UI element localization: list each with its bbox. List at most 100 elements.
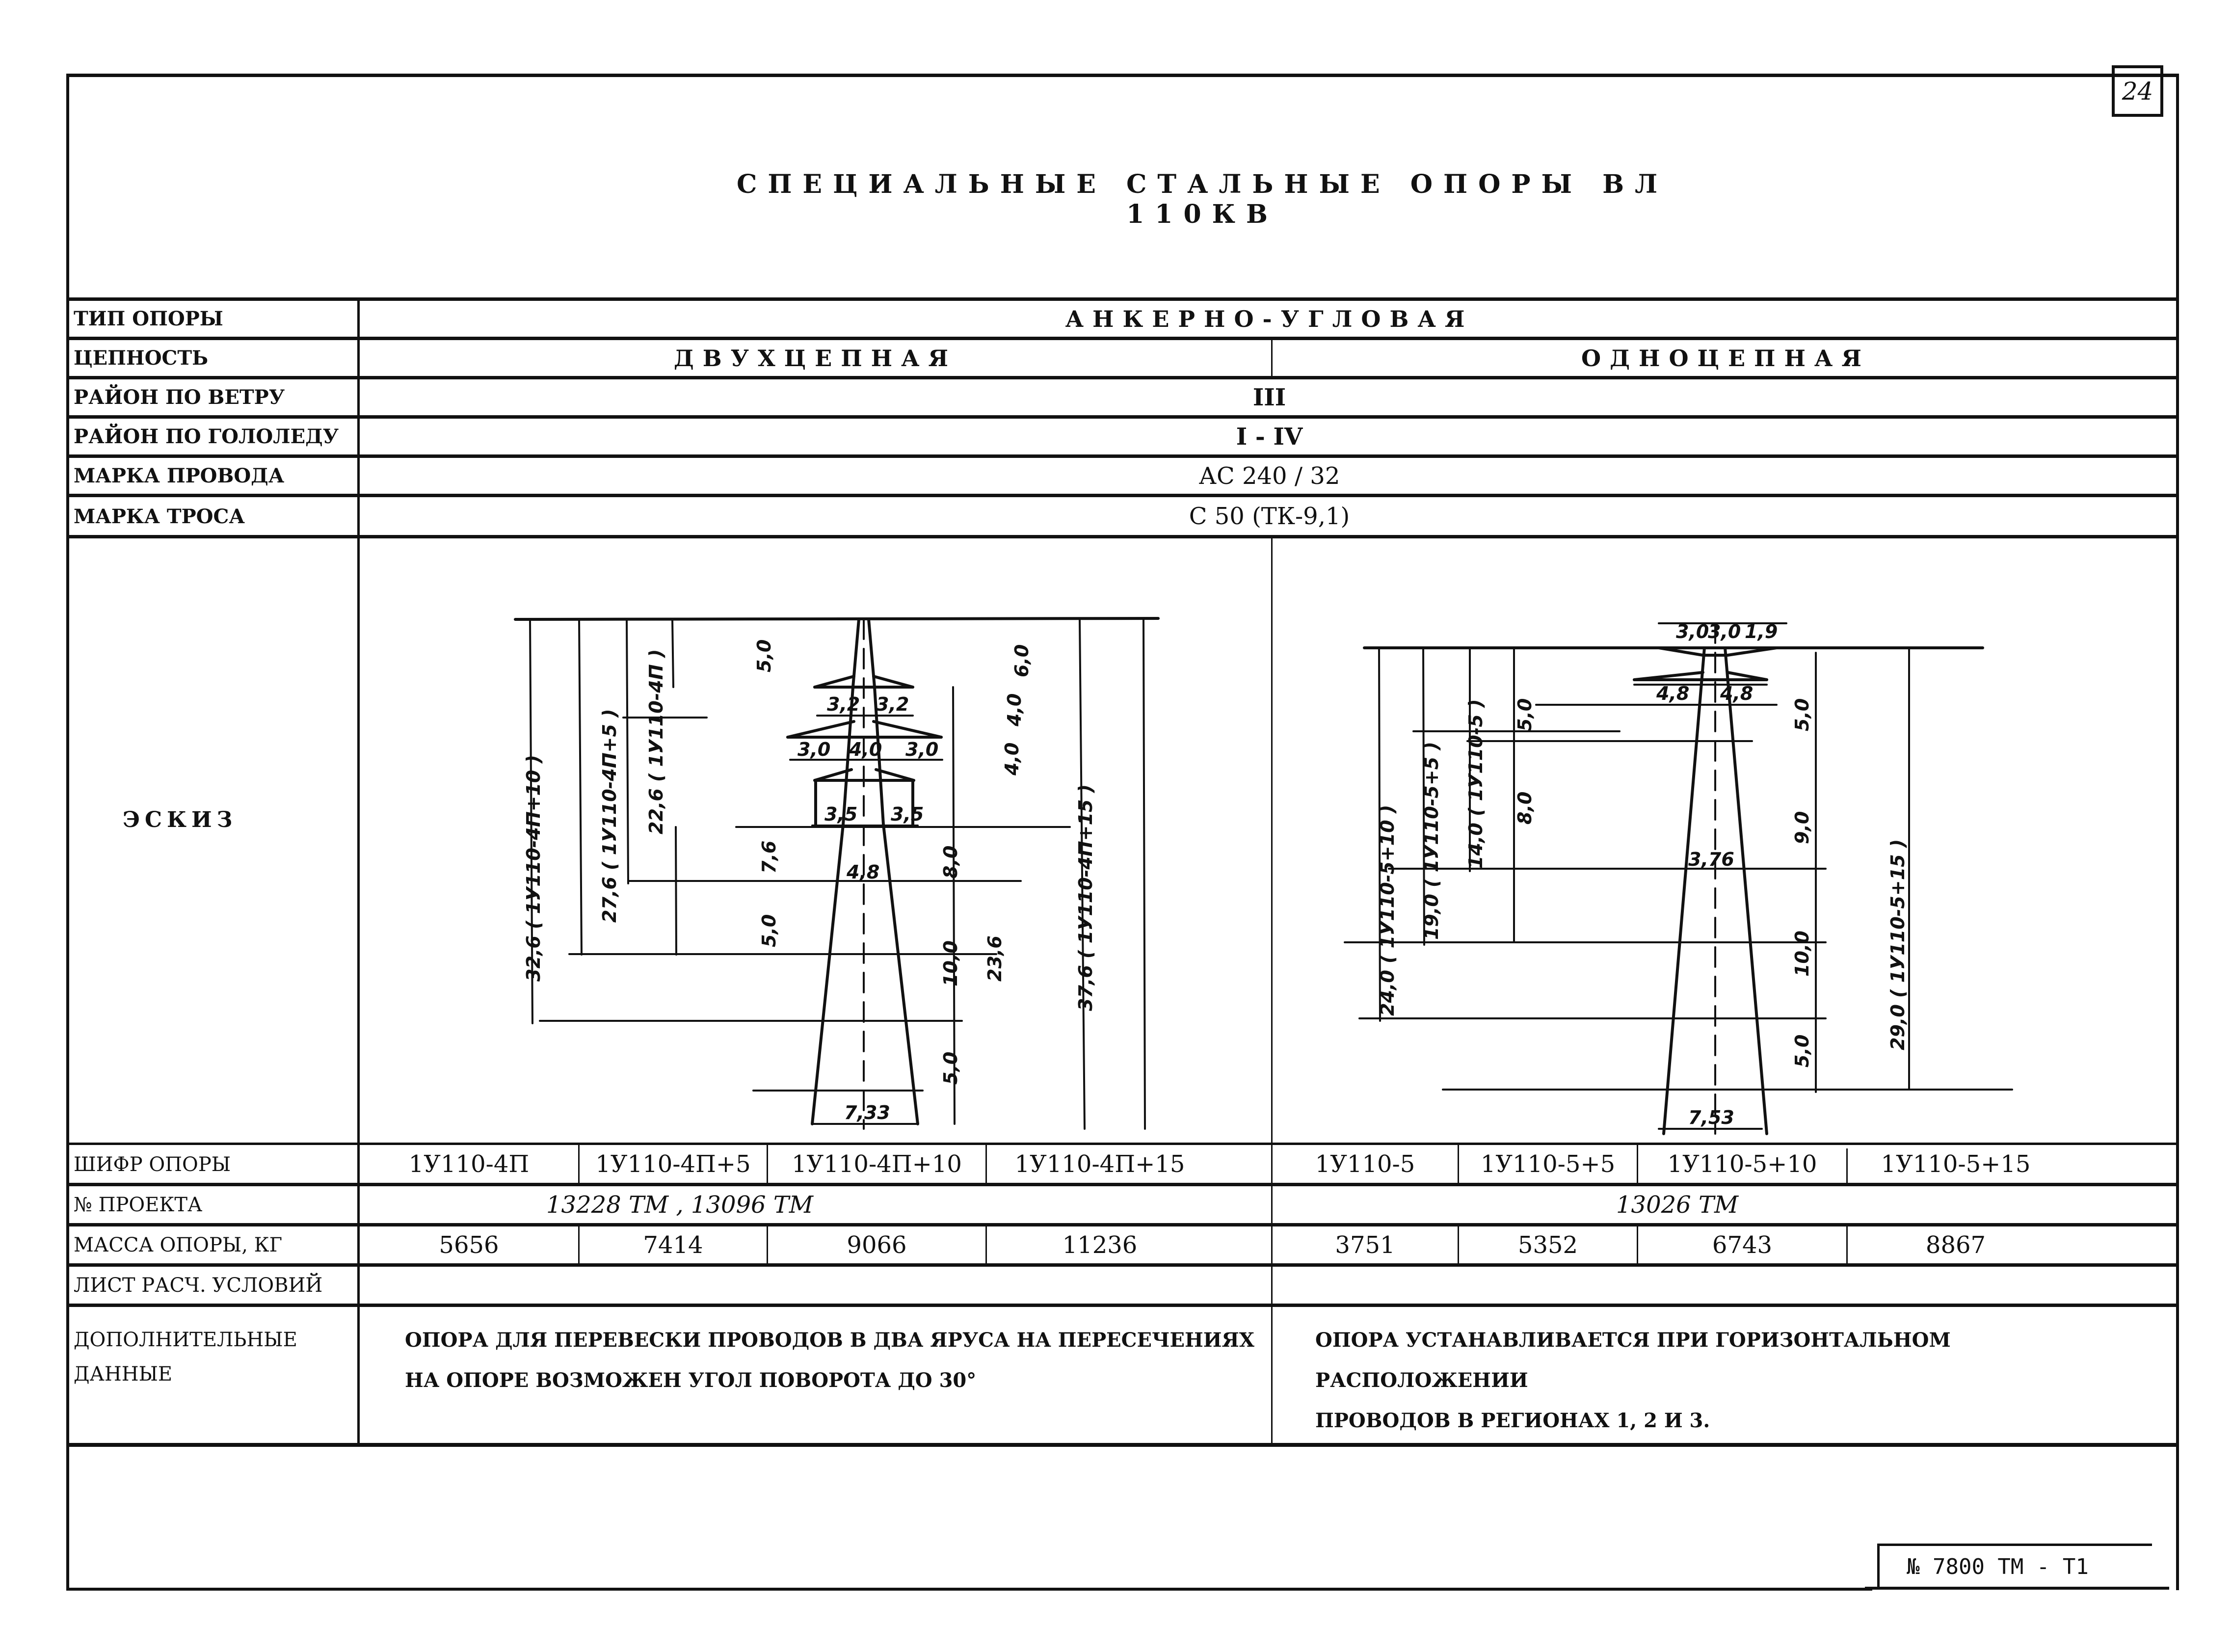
row-line: [66, 1143, 2179, 1145]
tower-code-cell: 1У110-4П+15: [1014, 1150, 1185, 1178]
dim-label: 4,8: [1720, 683, 1753, 704]
mass-cell: 5656: [439, 1231, 499, 1259]
dim-label: 8,0: [1514, 792, 1536, 825]
cell-divider: [767, 1144, 768, 1183]
cell-divider: [1637, 1144, 1638, 1183]
dim-label: 14,0 ( 1У110-5 ): [1465, 699, 1487, 869]
right-note-line-2: ПРОВОДОВ В РЕГИОНАХ 1, 2 И 3.: [1315, 1409, 1710, 1432]
single-circuit-tower-sketch: 24,0 ( 1У110-5+10 ) 19,0 ( 1У110-5+5 ) 1…: [1344, 621, 2013, 1135]
tower-code-cell: 1У110-5+15: [1881, 1150, 2031, 1178]
cable-grade-value: С 50 (ТК-9,1): [1189, 502, 1350, 530]
dim-label: 5,0: [1791, 1035, 1813, 1067]
dim-label: 3,0: [1676, 621, 1709, 642]
dim-label: 4,0: [849, 739, 882, 760]
left-project-no: 13228 ТМ , 13096 ТМ: [546, 1191, 814, 1219]
label-extra-1: ДОПОЛНИТЕЛЬНЫЕ: [74, 1329, 297, 1351]
tower-code-cell: 1У110-4П: [408, 1150, 530, 1178]
tower-code-cell: 1У110-5: [1315, 1150, 1415, 1178]
right-note: ОПОРА УСТАНАВЛИВАЕТСЯ ПРИ ГОРИЗОНТАЛЬНОМ…: [1315, 1320, 2169, 1441]
table-top-line: [66, 297, 2179, 301]
row-line: [66, 376, 2179, 379]
wire-grade-value: АС 240 / 32: [1198, 462, 1340, 490]
dim-label: 7,6: [758, 841, 780, 874]
dim-label: 3,0: [905, 739, 938, 760]
mass-cell: 6743: [1712, 1231, 1773, 1259]
dim-label: 3,2: [827, 693, 860, 715]
label-extra-2: ДАННЫЕ: [74, 1363, 173, 1386]
left-circuits-value: ДВУХЦЕПНАЯ: [673, 345, 957, 372]
dim-label: 10,0: [940, 940, 961, 986]
cell-divider: [985, 1144, 987, 1183]
dim-label: 3,76: [1688, 849, 1734, 870]
left-note-line-2: НА ОПОРЕ ВОЗМОЖЕН УГОЛ ПОВОРОТА ДО 30°: [405, 1369, 977, 1392]
dim-label: 10,0: [1791, 931, 1813, 977]
dim-label: 27,6 ( 1У110-4П+5 ): [599, 709, 620, 923]
label-wind-region: РАЙОН ПО ВЕТРУ: [74, 385, 285, 409]
tower-code-cell: 1У110-5+5: [1480, 1150, 1616, 1178]
label-sketch: ЭСКИЗ: [123, 807, 238, 832]
label-wire-grade: МАРКА ПРОВОДА: [74, 464, 285, 487]
tower-type-value: АНКЕРНО-УГЛОВАЯ: [1065, 305, 1474, 332]
row-line: [66, 1263, 2179, 1267]
dim-label: 7,33: [844, 1102, 890, 1123]
dim-label: 8,0: [940, 846, 961, 879]
mass-cell: 7414: [643, 1231, 703, 1259]
document-stamp: № 7800 ТМ - Т1: [1877, 1544, 2152, 1588]
page-title: СПЕЦИАЛЬНЫЕ СТАЛЬНЫЕ ОПОРЫ ВЛ 110КВ: [736, 169, 1669, 229]
center-divider: [1271, 337, 1273, 376]
cell-divider: [578, 1144, 580, 1183]
label-column-divider: [357, 297, 360, 1446]
ice-region-value: I - IV: [1236, 423, 1303, 451]
dim-label: 22,6 ( 1У110-4П ): [645, 649, 667, 834]
label-mass: МАССА ОПОРЫ, КГ: [74, 1233, 283, 1256]
dim-label: 4,8: [1656, 683, 1689, 704]
dim-label: 24,0 ( 1У110-5+10 ): [1377, 805, 1398, 1016]
label-ice-region: РАЙОН ПО ГОЛОЛЕДУ: [74, 425, 339, 448]
row-line: [66, 1443, 2179, 1447]
tower-code-cell: 1У110-5+10: [1667, 1150, 1817, 1178]
dim-label: 5,0: [758, 914, 780, 947]
left-note: ОПОРА ДЛЯ ПЕРЕВЕСКИ ПРОВОДОВ В ДВА ЯРУСА…: [405, 1320, 1259, 1401]
dim-label: 4,0: [1004, 693, 1025, 727]
dim-label: 7,53: [1688, 1107, 1734, 1128]
row-line: [66, 337, 2179, 340]
label-circuits: ЦЕПНОСТЬ: [74, 346, 209, 370]
dim-label: 4,0: [1001, 743, 1023, 776]
row-line: [66, 1304, 2179, 1307]
row-line: [66, 535, 2179, 538]
mass-cell: 5352: [1517, 1231, 1578, 1259]
mass-cell: 8867: [1925, 1231, 1986, 1259]
row-line: [66, 494, 2179, 497]
dim-label: 3,0: [797, 739, 830, 760]
dim-label: 3,5: [824, 803, 857, 825]
dim-label: 3,2: [876, 693, 909, 715]
left-note-line-1: ОПОРА ДЛЯ ПЕРЕВЕСКИ ПРОВОДОВ В ДВА ЯРУСА…: [405, 1329, 1254, 1352]
dim-label: 37,6 ( 1У110-4П+15 ): [1075, 784, 1096, 1011]
label-tower-code: ШИФР ОПОРЫ: [74, 1153, 231, 1176]
dim-label: 29,0 ( 1У110-5+15 ): [1887, 839, 1909, 1050]
dim-label: 5,0: [940, 1052, 961, 1085]
dim-label: 9,0: [1791, 811, 1813, 844]
cell-divider: [1458, 1224, 1459, 1263]
cell-divider: [767, 1224, 768, 1263]
drawing-frame: [66, 74, 2179, 1590]
page-number: 24: [2112, 65, 2163, 117]
label-tower-type: ТИП ОПОРЫ: [74, 307, 223, 330]
center-divider: [1271, 535, 1273, 1443]
dim-label: 5,0: [1791, 698, 1813, 731]
tower-code-cell: 1У110-4П+5: [595, 1150, 751, 1178]
frame-bottom-line: [66, 1588, 1872, 1591]
row-line: [66, 1183, 2179, 1186]
cell-divider: [1846, 1148, 1848, 1183]
dim-label: 5,0: [1514, 698, 1536, 731]
mass-cell: 11236: [1062, 1231, 1138, 1259]
dim-label: 32,6 ( 1У110-4П+10 ): [523, 755, 544, 982]
stamp-underline: [1865, 1587, 2169, 1590]
mass-cell: 3751: [1335, 1231, 1395, 1259]
dim-label: 3,5: [891, 803, 924, 825]
dim-label: 6,0: [1011, 644, 1033, 677]
row-line: [66, 1223, 2179, 1226]
wind-region-value: III: [1252, 383, 1286, 411]
dim-label: 3,0: [1708, 621, 1741, 642]
label-calc-sheet: ЛИСТ РАСЧ. УСЛОВИЙ: [74, 1274, 323, 1297]
